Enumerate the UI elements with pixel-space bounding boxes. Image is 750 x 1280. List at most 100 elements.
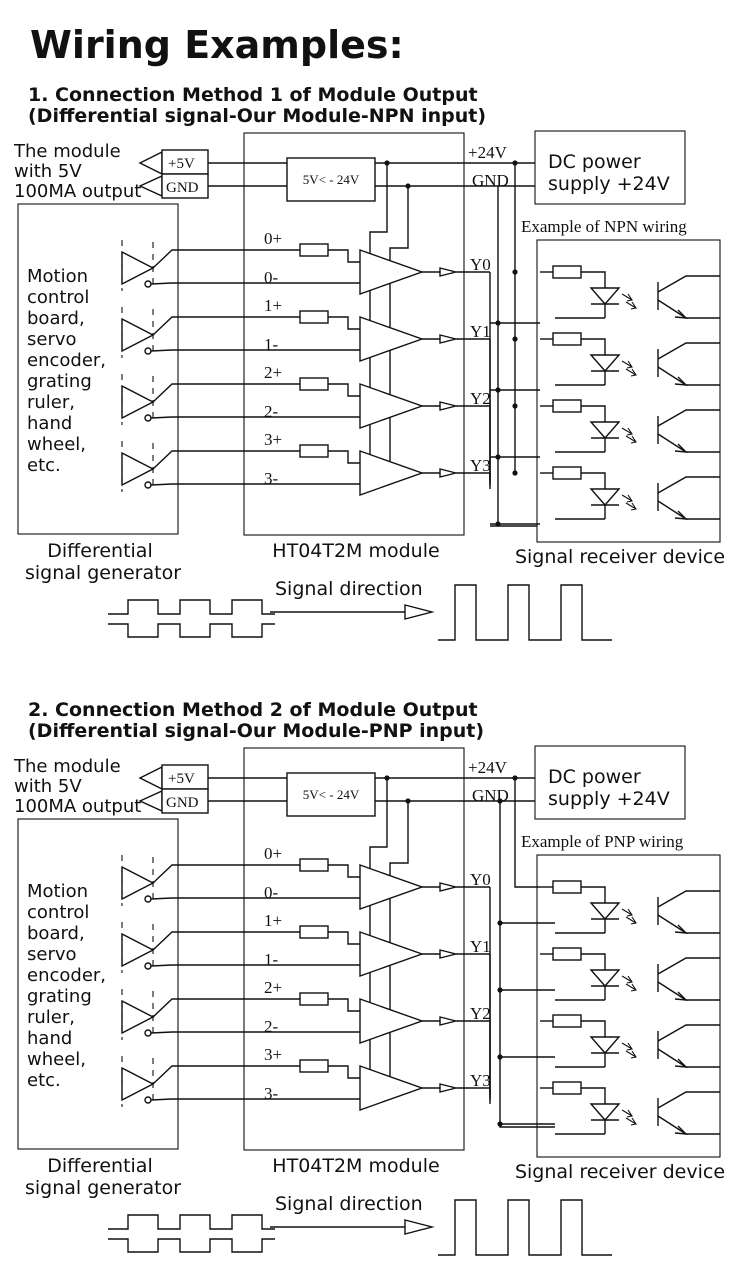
wire	[150, 483, 360, 486]
emitter-arrow	[674, 924, 688, 934]
generator-desc-line: Motion	[27, 881, 88, 902]
wire	[150, 964, 360, 967]
converter-box	[286, 772, 376, 817]
gnd-in-label: GND	[166, 795, 199, 811]
generator-desc-line: wheel,	[27, 434, 86, 455]
optocoupler-led	[589, 902, 621, 921]
wire	[328, 931, 360, 945]
light-ray-icon	[625, 435, 637, 444]
module-note-line: with 5V	[14, 161, 82, 182]
wire	[328, 864, 360, 878]
wire	[581, 1087, 606, 1104]
input-waveform-plus	[108, 599, 275, 615]
output-label: Y1	[470, 322, 491, 341]
wire	[581, 1020, 606, 1037]
driver-invert-bubble	[144, 1029, 152, 1037]
generator-driver	[121, 999, 155, 1035]
dc-power-box	[534, 745, 686, 820]
input-resistor	[299, 310, 329, 324]
plus5v-label: +5V	[168, 771, 195, 787]
optocoupler-led	[589, 1036, 621, 1055]
light-ray-icon	[621, 360, 633, 369]
wire	[514, 778, 540, 888]
input-label: 1-	[264, 950, 279, 969]
input-label: 2-	[264, 1017, 279, 1036]
output-arrow	[439, 949, 457, 959]
input-label: 1+	[264, 911, 282, 930]
wire	[328, 998, 360, 1012]
driver-invert-bubble	[144, 280, 152, 288]
section-heading: 1. Connection Method 1 of Module Output	[28, 84, 478, 106]
signal-direction-label: Signal direction	[275, 578, 423, 600]
module-note-line: 100MA output	[14, 796, 141, 817]
junction-dot	[497, 798, 503, 804]
gnd-out-label: GND	[472, 171, 509, 190]
junction-dot	[512, 775, 518, 781]
input-label: 3+	[264, 1045, 282, 1064]
gnd-terminal	[161, 788, 209, 814]
wire	[152, 450, 300, 470]
generator-caption-line: Differential	[47, 1155, 152, 1177]
dc-power-line: supply +24V	[548, 173, 670, 195]
light-ray-icon	[621, 1109, 633, 1118]
plus24v-label: +24V	[468, 758, 508, 777]
driver-invert-bubble	[144, 1096, 152, 1104]
gnd-terminal	[161, 173, 209, 199]
signal-generator-box	[17, 818, 179, 1150]
receiver-resistor	[552, 947, 582, 961]
generator-driver	[121, 451, 155, 487]
generator-driver	[121, 932, 155, 968]
receiver-resistor	[552, 1081, 582, 1095]
generator-desc-line: board,	[27, 308, 85, 329]
output-arrow	[439, 1083, 457, 1093]
generator-desc-line: ruler,	[27, 392, 75, 413]
section-subheading: (Differential signal-Our Module-PNP inpu…	[28, 720, 484, 742]
light-ray-icon	[625, 1050, 637, 1059]
wire	[150, 897, 360, 900]
supply-terminal-arrow	[138, 150, 163, 176]
optocoupler-led	[589, 1103, 621, 1122]
emitter-arrow	[674, 376, 688, 386]
wire	[499, 801, 555, 1128]
generator-desc-line: control	[27, 287, 89, 308]
generator-desc-line: hand	[27, 413, 72, 434]
wire	[152, 316, 300, 336]
generator-desc-line: hand	[27, 1028, 72, 1049]
generator-desc-line: ruler,	[27, 1007, 75, 1028]
section-pnp: 2. Connection Method 2 of Module Output(…	[13, 699, 725, 1256]
comparator-amp	[359, 450, 425, 496]
light-ray-icon	[621, 427, 633, 436]
wiring-example-label: Example of PNP wiring	[521, 832, 684, 851]
emitter-arrow	[674, 510, 688, 520]
wire	[657, 275, 720, 293]
output-arrow	[439, 882, 457, 892]
receiver-resistor	[552, 332, 582, 346]
receiver-resistor	[552, 466, 582, 480]
module-caption: HT04T2M module	[272, 1155, 439, 1177]
generator-driver	[121, 250, 155, 286]
signal-generator-box	[17, 203, 179, 535]
driver-invert-bubble	[144, 962, 152, 970]
ht04t2m-module-box	[243, 132, 465, 536]
comparator-amp	[359, 998, 425, 1044]
wire	[150, 1098, 360, 1101]
output-label: Y3	[470, 456, 491, 475]
light-ray-icon	[625, 368, 637, 377]
light-ray-icon	[621, 908, 633, 917]
comparator-amp	[359, 1065, 425, 1111]
wire	[581, 886, 606, 903]
converter-label: 5V< - 24V	[303, 787, 360, 802]
input-waveform-plus	[108, 1214, 275, 1230]
wire	[150, 1031, 360, 1034]
module-caption: HT04T2M module	[272, 540, 439, 562]
comparator-amp	[359, 383, 425, 429]
emitter-arrow	[674, 991, 688, 1001]
page-title: Wiring Examples:	[30, 23, 404, 67]
input-label: 0+	[264, 229, 282, 248]
input-resistor	[299, 858, 329, 872]
wire	[328, 249, 360, 263]
input-label: 2-	[264, 402, 279, 421]
generator-desc-line: wheel,	[27, 1049, 86, 1070]
section-npn: 1. Connection Method 1 of Module Output(…	[13, 84, 725, 641]
